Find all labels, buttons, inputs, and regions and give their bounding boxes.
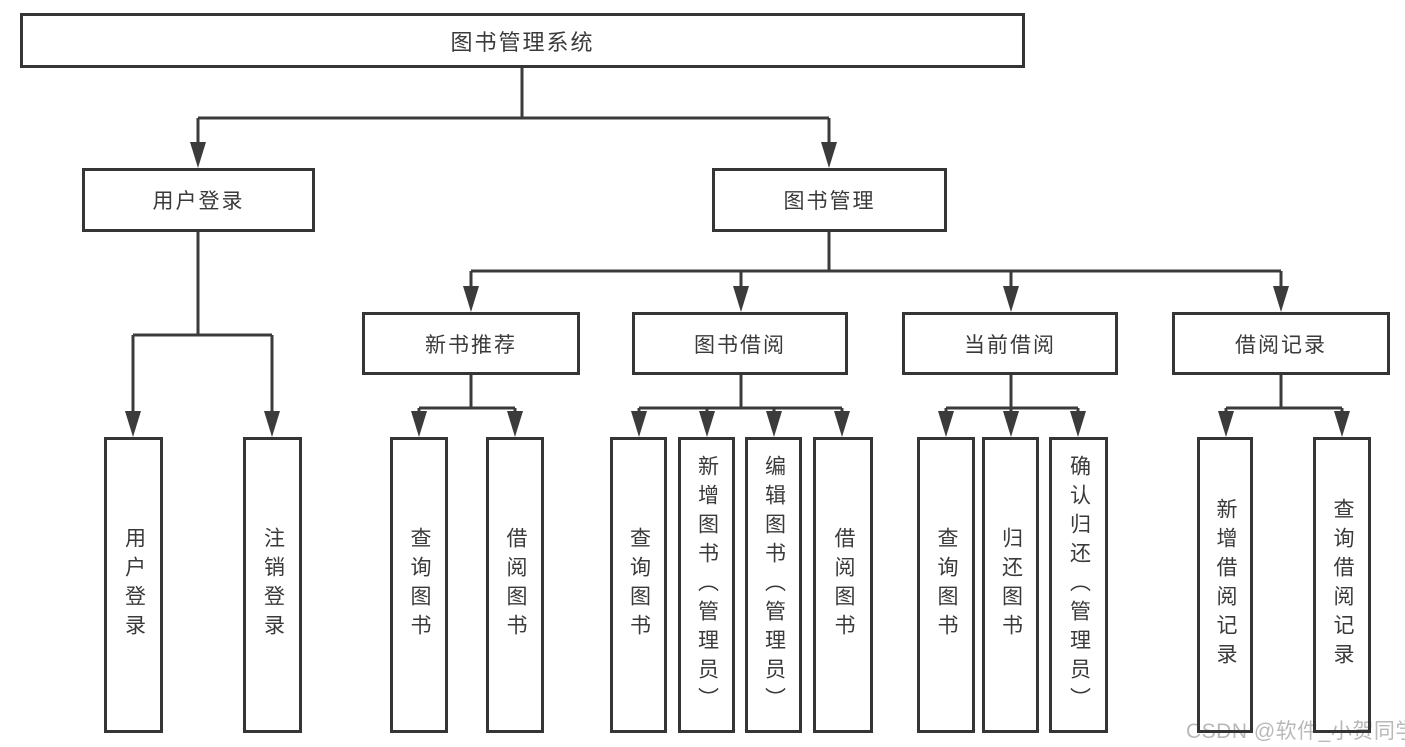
node-user-login: 用户登录 (82, 168, 315, 232)
leaf-label: 归还图书 (999, 527, 1023, 643)
leaf-query-books-borrowing: 查询图书 (610, 437, 667, 733)
node-book-borrowing: 图书借阅 (632, 312, 848, 375)
leaf-label: 新增借阅记录 (1214, 498, 1237, 672)
leaf-label: 借阅图书 (504, 527, 527, 643)
leaf-borrow-books-recommendation: 借阅图书 (486, 437, 544, 733)
leaf-label: 编辑图书（管理员） (762, 454, 786, 716)
leaf-return-books: 归还图书 (982, 437, 1039, 733)
leaf-label: 查询借阅记录 (1331, 498, 1354, 672)
node-label: 用户登录 (152, 190, 245, 213)
leaf-add-books-admin: 新增图书（管理员） (678, 437, 735, 733)
leaf-label: 用户登录 (122, 527, 146, 643)
leaf-add-borrow-record: 新增借阅记录 (1197, 437, 1253, 733)
node-label: 图书管理 (783, 190, 876, 213)
leaf-label: 注销登录 (261, 527, 285, 643)
node-borrowing-records: 借阅记录 (1172, 312, 1390, 375)
node-library-management-system: 图书管理系统 (20, 13, 1025, 68)
node-label: 图书管理系统 (450, 29, 595, 55)
leaf-confirm-return-admin: 确认归还（管理员） (1049, 437, 1108, 733)
leaf-user-login: 用户登录 (104, 437, 163, 733)
node-label: 借阅记录 (1235, 333, 1327, 357)
leaf-label: 查询图书 (408, 527, 431, 643)
leaf-label: 新增图书（管理员） (695, 454, 719, 716)
leaf-label: 查询图书 (627, 527, 651, 643)
node-label: 新书推荐 (425, 333, 517, 357)
node-book-management: 图书管理 (712, 168, 947, 232)
leaf-query-books-current: 查询图书 (917, 437, 975, 733)
leaf-query-books-recommendation: 查询图书 (390, 437, 448, 733)
watermark: CSDN @软件_小贺同学 (1186, 720, 1405, 743)
leaf-logout: 注销登录 (243, 437, 302, 733)
leaf-label: 查询图书 (935, 527, 958, 643)
node-label: 图书借阅 (694, 333, 786, 357)
leaf-edit-books-admin: 编辑图书（管理员） (745, 437, 802, 733)
leaf-label: 借阅图书 (832, 527, 855, 643)
leaf-label: 确认归还（管理员） (1067, 454, 1091, 716)
node-current-borrowing: 当前借阅 (902, 312, 1118, 375)
node-label: 当前借阅 (964, 333, 1056, 357)
leaf-borrow-books-borrowing: 借阅图书 (813, 437, 873, 733)
leaf-query-borrow-record: 查询借阅记录 (1313, 437, 1371, 733)
node-new-book-recommendation: 新书推荐 (362, 312, 580, 375)
